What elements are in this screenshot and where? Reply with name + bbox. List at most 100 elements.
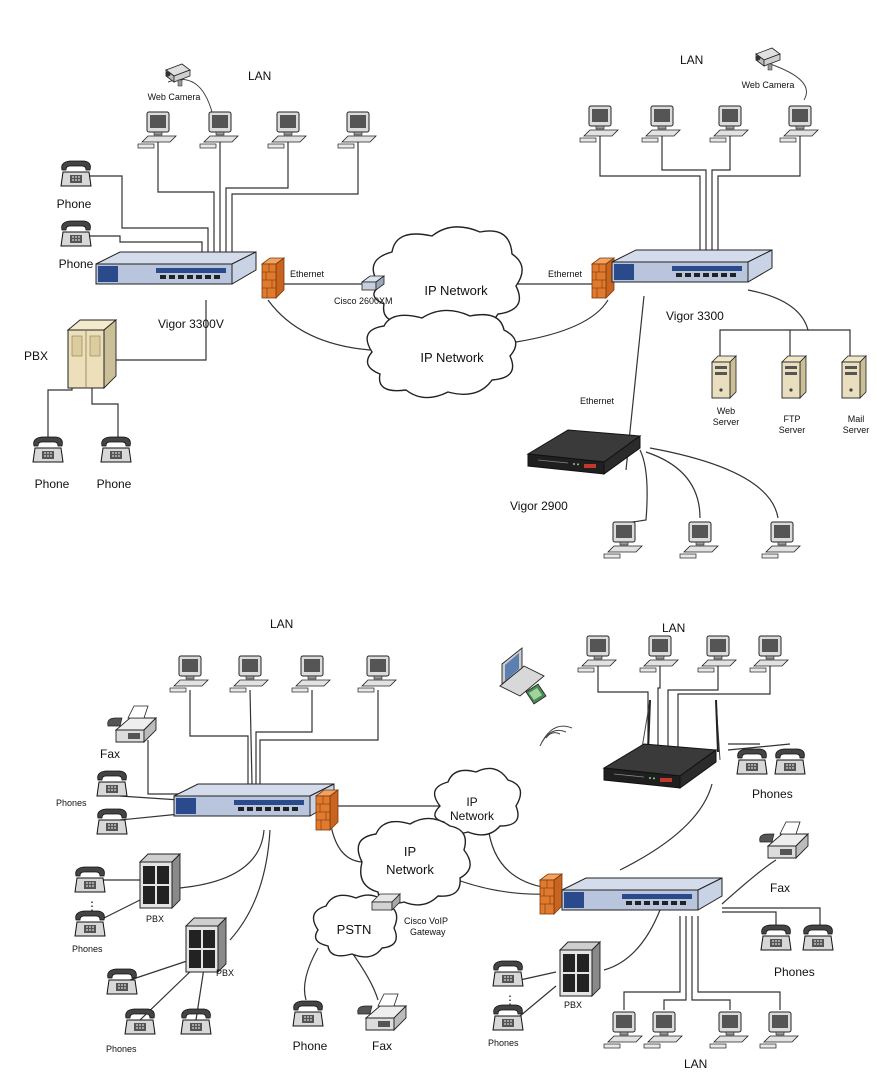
server-icon [841, 355, 867, 399]
ethernet-label: Ethernet [580, 396, 615, 406]
top-ip-network-cloud-2: IP Network [366, 309, 517, 399]
pbx-label: PBX [564, 1000, 582, 1010]
web-camera-label: Web Camera [742, 80, 795, 90]
phone-icon [74, 910, 106, 937]
server-label: Server [779, 425, 806, 435]
phone-icon [32, 436, 64, 463]
pc-icon [199, 111, 239, 149]
ip-network-label: IP Network [424, 283, 488, 298]
fax-icon [759, 821, 809, 859]
phone-icon [292, 1000, 324, 1027]
phones-label: Phones [106, 1044, 137, 1054]
pc-icon [779, 105, 819, 143]
ip-network-label: IP [466, 795, 477, 809]
pc-icon [709, 1011, 749, 1049]
phone-icon [760, 924, 792, 951]
gateway-label: Gateway [410, 927, 446, 937]
pstn-label: PSTN [337, 922, 372, 937]
wireless-router [603, 743, 717, 789]
pbx-icon [185, 917, 227, 973]
pc-icon [697, 635, 737, 673]
phone-icon [802, 924, 834, 951]
pstn-cloud: PSTN [312, 894, 398, 958]
pc-icon [759, 1011, 799, 1049]
pbx-label: PBX [146, 914, 164, 924]
phone-icon [736, 748, 768, 775]
phone-icon [74, 866, 106, 893]
pc-icon [761, 521, 801, 559]
fax-label: Fax [372, 1039, 392, 1053]
server-label: Server [713, 417, 740, 427]
wireless-signal-icon [539, 725, 573, 747]
ethernet-label: Ethernet [548, 269, 583, 279]
pbx-icon [139, 853, 181, 909]
phone-icon [106, 968, 138, 995]
server-label: Server [843, 425, 870, 435]
pbx-label: PBX [216, 968, 234, 978]
pc-icon [357, 655, 397, 693]
ethernet-label: Ethernet [290, 269, 325, 279]
pc-icon [579, 105, 619, 143]
firewall-icon [315, 789, 339, 831]
server-label: Mail [848, 414, 865, 424]
server-label: FTP [784, 414, 801, 424]
fax-label: Fax [100, 747, 120, 761]
phone-icon [60, 220, 92, 247]
ip-network-label: IP Network [420, 350, 484, 365]
fax-icon [357, 993, 407, 1031]
pc-icon [229, 655, 269, 693]
router-label: Vigor 2900 [510, 499, 568, 513]
pc-icon [603, 1011, 643, 1049]
firewall-icon [591, 257, 615, 299]
server-icon [781, 355, 807, 399]
phone-icon [96, 808, 128, 835]
pc-icon [603, 521, 643, 559]
pc-icon [679, 521, 719, 559]
top-left-lan-wires [47, 78, 359, 440]
pc-icon [643, 1011, 683, 1049]
phone-icon [124, 1008, 156, 1035]
phones-label: Phones [774, 965, 815, 979]
server-label: Web [717, 406, 735, 416]
vigor-router [173, 783, 335, 817]
bottom-diagram: LAN Fax Phones ⋮ Phones PBX PBX Phones I… [56, 617, 834, 1071]
pc-icon [169, 655, 209, 693]
phone-label: Phone [35, 477, 70, 491]
phone-icon [492, 960, 524, 987]
pc-icon [577, 635, 617, 673]
phone-label: Phone [293, 1039, 328, 1053]
cisco-2600xm-label: Cisco 2600XM [334, 296, 393, 306]
phone-icon [180, 1008, 212, 1035]
vigor-3300-router [611, 249, 773, 283]
pc-icon [639, 635, 679, 673]
pbx-label: PBX [24, 349, 48, 363]
cisco-voip-gateway [371, 893, 401, 911]
vigor-2900-router [527, 429, 641, 475]
pc-icon [291, 655, 331, 693]
fax-label: Fax [770, 881, 790, 895]
phone-icon [492, 1004, 524, 1031]
ip-network-label: Network [450, 809, 495, 823]
phones-label: Phones [56, 798, 87, 808]
pc-icon [749, 635, 789, 673]
ip-network-label: Network [386, 862, 434, 877]
dots-label: ⋮ [504, 993, 516, 1007]
server-icon [711, 355, 737, 399]
fax-icon [107, 705, 157, 743]
phone-icon [774, 748, 806, 775]
gateway-label: Cisco VoIP [404, 916, 448, 926]
bottom-ip-network-cloud-small: IP Network [433, 767, 522, 836]
firewall-icon [261, 257, 285, 299]
phones-label: Phones [488, 1038, 519, 1048]
phone-label: Phone [59, 257, 94, 271]
lan-label: LAN [270, 617, 293, 631]
laptop-pda-icon [499, 647, 547, 705]
lan-label: LAN [248, 69, 271, 83]
pbx-cabinet [66, 319, 118, 390]
pc-icon [137, 111, 177, 149]
vigor-router [561, 877, 723, 911]
pc-icon [641, 105, 681, 143]
firewall-icon [539, 873, 563, 915]
top-diagram: IP Network IP Network LAN Web Camera Pho… [24, 47, 870, 559]
